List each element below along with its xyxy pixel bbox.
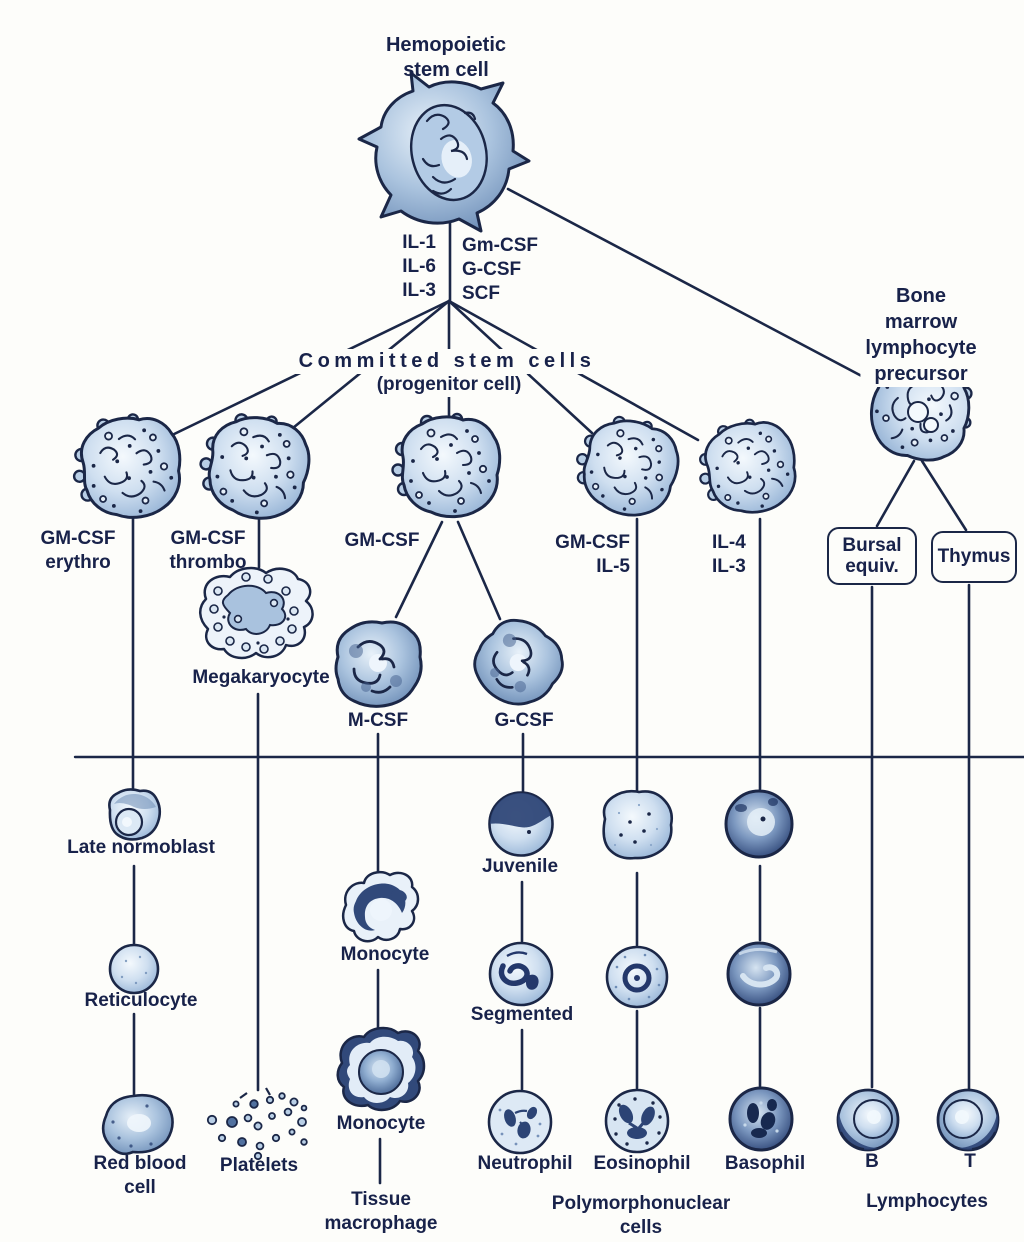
- bursal-equiv-label: Bursal equiv.: [842, 534, 902, 577]
- progenitor-cell-subtitle: (progenitor cell): [371, 373, 527, 397]
- red-blood-cell-label: Red blood cell: [93, 1153, 187, 1198]
- tissue-macrophage-label: Tissue macrophage: [324, 1189, 438, 1234]
- neutrophil-label: Neutrophil: [477, 1153, 573, 1174]
- connector-lines: [73, 187, 1024, 1185]
- myeloblast-gcsf-graphic: [459, 605, 577, 722]
- hemopoietic-stem-cell-label: Hemopoietic stem cell: [385, 34, 507, 81]
- monocyte-upper-graphic: [342, 871, 420, 943]
- monocyte-lower-label: Monocyte: [336, 1113, 426, 1134]
- basophil-label: Basophil: [724, 1153, 806, 1174]
- reticulocyte-graphic: [108, 943, 160, 995]
- committed-stem-cell-1: [66, 408, 188, 525]
- eosinophil-label: Eosinophil: [593, 1153, 691, 1174]
- g-csf-label: G-CSF: [494, 710, 554, 731]
- monocyte-lower-graphic: [336, 1026, 426, 1112]
- eosinophil-precursor-graphic: [602, 789, 674, 860]
- t-lymphocyte-label: T: [964, 1151, 976, 1172]
- m-csf-label: M-CSF: [347, 710, 409, 731]
- segmented-label: Segmented: [470, 1004, 574, 1025]
- polymorphonuclear-cells-label: Polymorphonuclear cells: [551, 1193, 731, 1238]
- juvenile-graphic: [488, 791, 554, 857]
- platelets-graphic: [206, 1087, 308, 1161]
- late-normoblast-label: Late normoblast: [67, 837, 215, 858]
- hemopoietic-stem-cell-graphic: [357, 71, 531, 233]
- segmented-graphic: [488, 941, 554, 1007]
- committed-stem-cell-3: [391, 412, 502, 519]
- juvenile-label: Juvenile: [481, 856, 559, 877]
- basophil-myelocyte-graphic: [726, 941, 792, 1007]
- eosinophil-myelocyte-graphic: [605, 945, 669, 1009]
- gm-csf-il5-label: GM-CSF IL-5: [555, 532, 630, 577]
- thymus-label: Thymus: [937, 546, 1011, 568]
- late-normoblast-graphic: [108, 788, 162, 841]
- eosinophil-graphic: [604, 1088, 670, 1154]
- committed-stem-cells-title: Committed stem cells: [293, 349, 601, 374]
- bursal-equiv-box: Bursal equiv.: [827, 527, 917, 585]
- gm-csf-thrombo-label: GM-CSF thrombo: [169, 528, 247, 573]
- gm-csf-erythro-label: GM-CSF erythro: [40, 528, 116, 573]
- t-lymphocyte-graphic: [936, 1088, 1000, 1152]
- gm-csf-label: GM-CSF: [344, 530, 420, 551]
- basophil-graphic: [728, 1086, 794, 1152]
- megakaryocyte-graphic: [199, 566, 314, 660]
- thymus-box: Thymus: [931, 531, 1017, 583]
- il4-il3-label: IL-4 IL-3: [712, 532, 746, 577]
- monoblast-mcsf-graphic: [334, 620, 423, 708]
- basophil-precursor-graphic: [724, 789, 794, 859]
- committed-stem-cell-5: [690, 411, 805, 523]
- monocyte-upper-label: Monocyte: [340, 944, 430, 965]
- platelets-label: Platelets: [219, 1155, 299, 1176]
- megakaryocyte-label: Megakaryocyte: [192, 667, 330, 688]
- cytokines-right-label: Gm-CSF G-CSF SCF: [462, 235, 538, 305]
- lymphocytes-label: Lymphocytes: [866, 1191, 988, 1212]
- neutrophil-graphic: [487, 1089, 553, 1155]
- bone-marrow-precursor-label: Bone marrow lymphocyte precursor: [860, 283, 982, 387]
- cytokines-left-label: IL-1 IL-6 IL-3: [402, 232, 436, 302]
- red-blood-cell-graphic: [101, 1093, 174, 1156]
- reticulocyte-label: Reticulocyte: [84, 990, 198, 1011]
- bone-marrow-precursor-graphic: [865, 349, 979, 466]
- b-lymphocyte-graphic: [836, 1088, 900, 1152]
- b-lymphocyte-label: B: [865, 1151, 879, 1172]
